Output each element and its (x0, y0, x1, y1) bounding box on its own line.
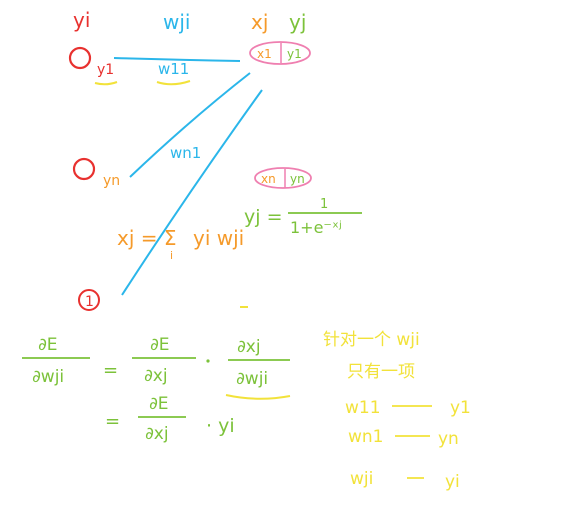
unit-top-y: y1 (287, 47, 302, 61)
neuron-yn-label: yn (103, 173, 120, 189)
chain-dxj: ∂xj (144, 366, 168, 386)
y1-underline (94, 81, 118, 86)
map-yn: yn (438, 429, 459, 449)
header-xj: xj (251, 10, 268, 34)
map-wn1: wn1 (348, 427, 384, 447)
sigmoid-numerator: 1 (320, 197, 328, 212)
unit-bottom-y: yn (290, 172, 305, 186)
map-yi: yi (445, 472, 460, 492)
sigmoid-lhs: yj = (244, 206, 282, 228)
header-yi: yi (73, 8, 90, 32)
equals-2: = (105, 411, 120, 432)
final-dxj: ∂xj (145, 424, 169, 444)
neuron-1-circle (68, 46, 92, 70)
note-line-2: 只有一项 (347, 362, 415, 382)
sum-formula-left: xj = Σ (117, 226, 177, 250)
weight-wn1-label: wn1 (170, 144, 201, 162)
edge-bias-xj (121, 89, 263, 296)
header-wji: wji (163, 10, 190, 34)
unit-top-x: x1 (257, 47, 272, 61)
unit-bottom-x: xn (261, 172, 276, 186)
final-dE: ∂E (149, 394, 169, 414)
edge-yn-xj (129, 72, 251, 178)
dot-product-1 (206, 359, 210, 363)
map-w11: w11 (345, 398, 381, 418)
note-line-1: 针对一个 wji (323, 330, 420, 350)
unit-box-top (249, 41, 311, 65)
sigmoid-denominator: 1+e⁻ˣʲ (290, 218, 342, 237)
header-yj: yj (289, 10, 306, 34)
chain-dwji: ∂wji (236, 369, 268, 389)
weight-w11-label: w11 (158, 60, 189, 78)
map-wji: wji (350, 469, 373, 489)
edge-y1-xj (113, 57, 241, 62)
sum-subscript: i (170, 249, 173, 262)
unit-box-bottom (254, 167, 312, 189)
chain-dxj-num: ∂xj (237, 337, 261, 357)
neuron-n-circle (72, 157, 96, 181)
map-y1: y1 (450, 398, 471, 418)
chain-dE: ∂E (150, 335, 170, 355)
bias-neuron-circle (78, 289, 100, 311)
equals-1: = (103, 360, 118, 381)
w11-underline (156, 80, 191, 86)
sum-formula-right: yi wji (193, 226, 244, 250)
deriv-dwji: ∂wji (32, 367, 64, 387)
neuron-y1-label: y1 (97, 62, 114, 78)
deriv-dE: ∂E (38, 335, 58, 355)
chain-underline (225, 394, 291, 400)
final-times-yi: · yi (206, 415, 235, 437)
bias-label: 1 (85, 294, 94, 310)
